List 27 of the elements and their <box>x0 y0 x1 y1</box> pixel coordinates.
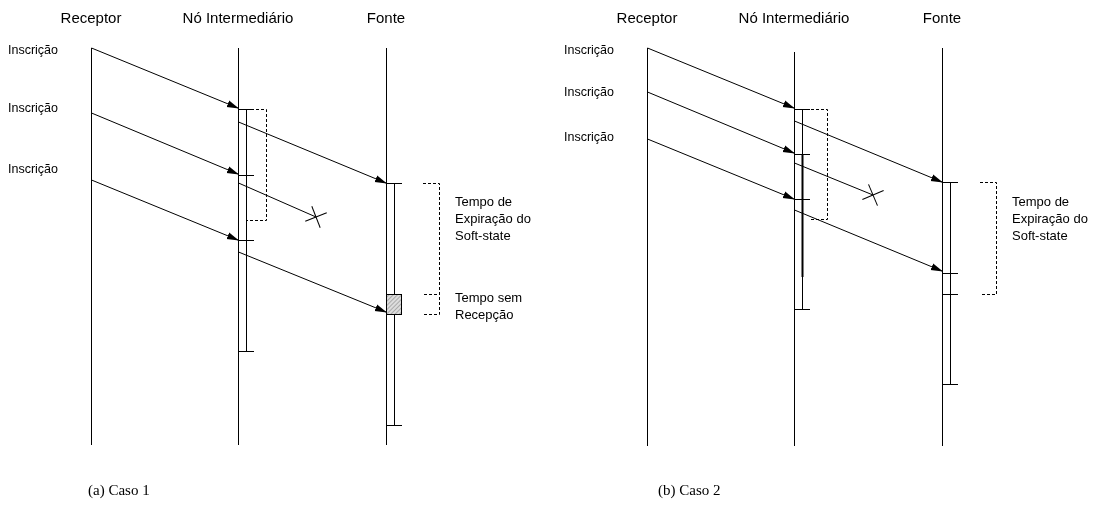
lifeline-title: Receptor <box>615 9 679 27</box>
message-arrow <box>794 209 943 272</box>
figure-caption: (a) Caso 1 <box>88 482 150 499</box>
edge-label: Inscrição <box>8 43 59 58</box>
time-note: Tempo de Expiração do Soft-state <box>455 193 532 244</box>
time-note: Tempo de Expiração do Soft-state <box>1012 193 1089 244</box>
time-note: Tempo sem Recepção <box>455 289 524 323</box>
edge-label: Inscrição <box>8 101 59 116</box>
edge-label: Inscrição <box>564 43 615 58</box>
edge-label: Inscrição <box>564 85 615 100</box>
lifeline-title: Receptor <box>59 9 123 27</box>
message-arrow <box>647 91 795 154</box>
message-arrow <box>238 251 387 313</box>
message-arrow <box>647 47 795 109</box>
figure-caption: (b) Caso 2 <box>658 482 721 499</box>
message-arrow <box>91 179 239 241</box>
message-arrow <box>91 47 239 109</box>
lifeline-title: Fonte <box>921 9 963 27</box>
message-arrow <box>794 120 943 183</box>
lifeline-title: Nó Intermediário <box>181 9 295 27</box>
edge-label: Inscrição <box>8 162 59 177</box>
message-arrow <box>91 112 239 175</box>
message-arrow <box>647 138 795 200</box>
lifeline-title: Nó Intermediário <box>737 9 851 27</box>
message-arrow <box>238 121 387 184</box>
lifeline-title: Fonte <box>365 9 407 27</box>
edge-label: Inscrição <box>564 130 615 145</box>
